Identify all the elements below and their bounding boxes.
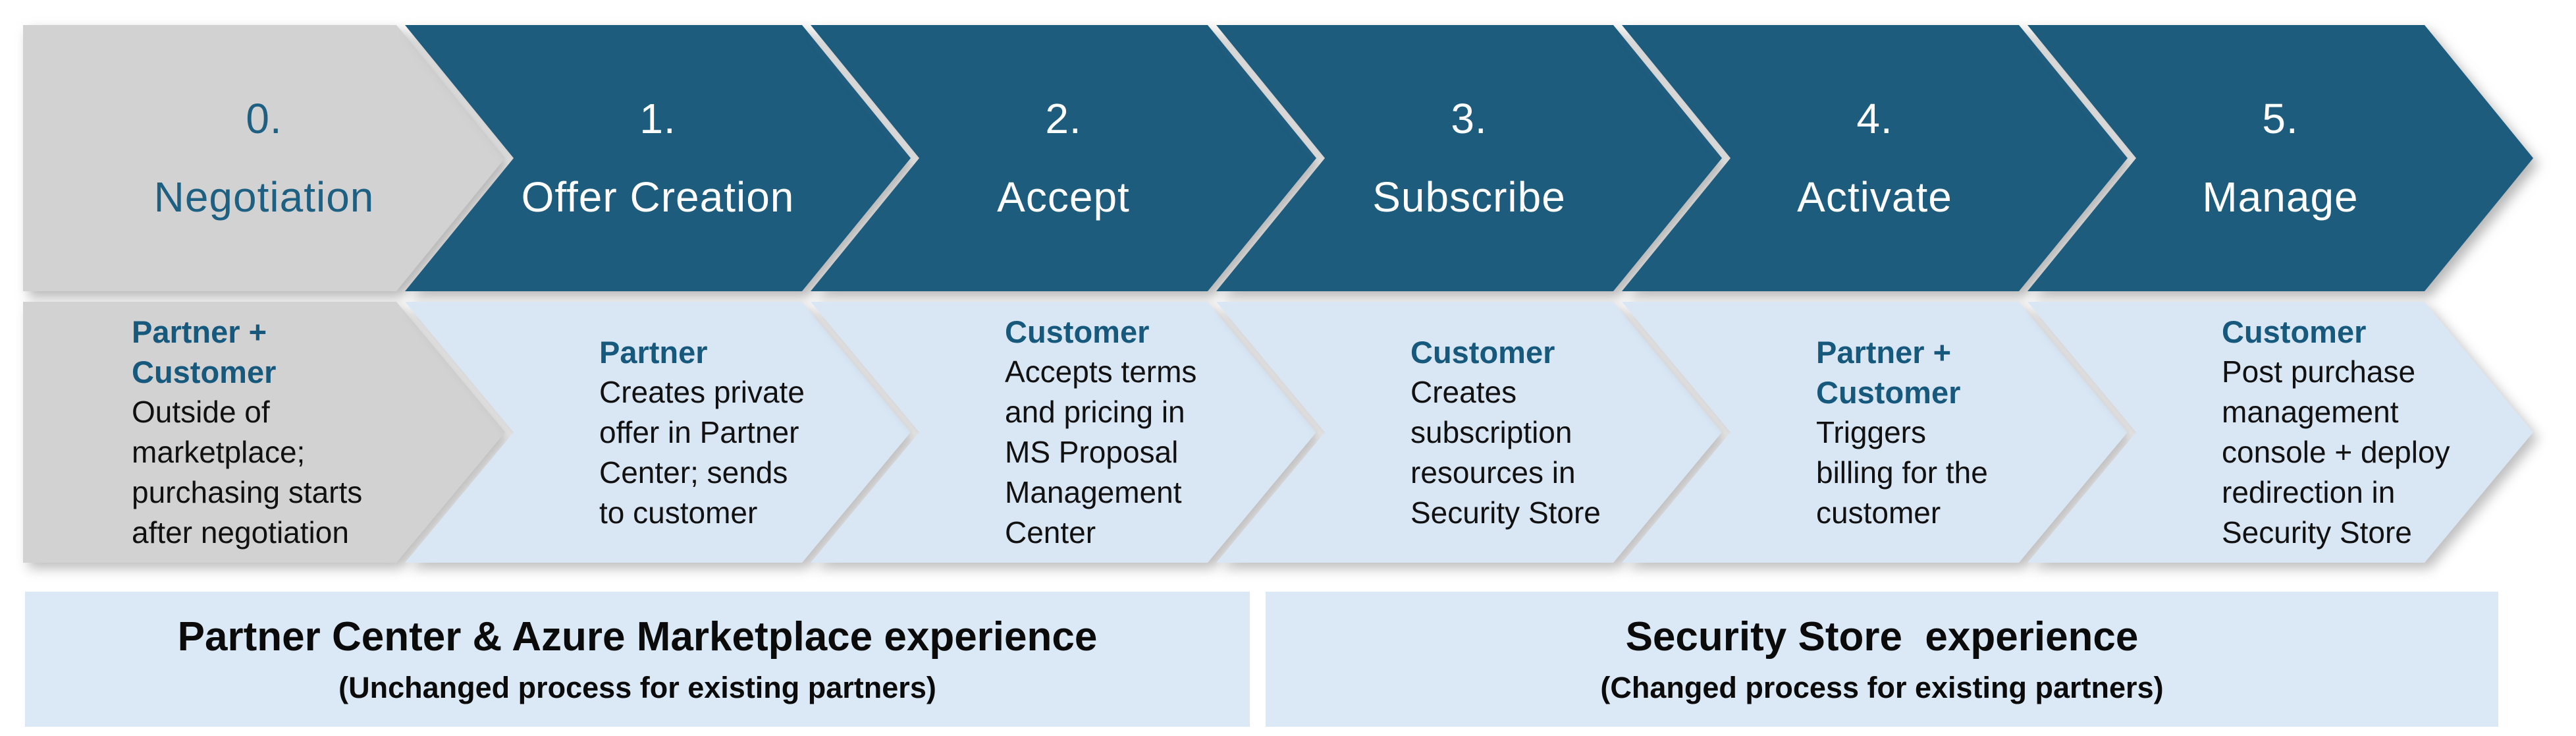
stage-description: Creates private offer in Partner Center;… — [599, 374, 805, 530]
partner-center-experience-band: Partner Center & Azure Marketplace exper… — [25, 592, 1250, 727]
stage-actor: Customer — [2222, 314, 2367, 349]
detail-chevron-subscribe: Customer Creates subscription resources … — [1216, 302, 1722, 563]
detail-chevron-offer-creation: Partner Creates private offer in Partner… — [405, 302, 911, 563]
stage-name: Activate — [1797, 173, 1952, 221]
stage-name: Manage — [2202, 173, 2359, 221]
detail-chevron-negotiation: Partner + Customer Outside of marketplac… — [23, 302, 505, 563]
stage-chevron-accept: 2. Accept — [811, 25, 1316, 291]
stage-description: Triggers billing for the customer — [1816, 414, 1988, 530]
detail-chevron-activate: Partner + Customer Triggers billing for … — [1622, 302, 2128, 563]
stage-name: Offer Creation — [521, 173, 795, 221]
stage-chevron-subscribe: 3. Subscribe — [1216, 25, 1722, 291]
stage-chevron-manage: 5. Manage — [2027, 25, 2533, 291]
stage-actor: Customer — [1410, 334, 1555, 370]
detail-chevron-manage: Customer Post purchase management consol… — [2027, 302, 2533, 563]
stage-detail-text: Partner + Customer Outside of marketplac… — [23, 312, 362, 553]
stage-chevron-activate: 4. Activate — [1622, 25, 2128, 291]
stage-number: 1. — [639, 94, 676, 142]
stage-detail-text: Customer Accepts terms and pricing in MS… — [811, 312, 1196, 553]
stage-detail-text: Customer Post purchase management consol… — [2027, 312, 2450, 553]
stage-description: Accepts terms and pricing in MS Proposal… — [1005, 354, 1197, 550]
stage-name: Accept — [997, 173, 1130, 221]
security-store-experience-band: Security Store experience (Changed proce… — [1266, 592, 2498, 727]
band-subtitle: (Unchanged process for existing partners… — [338, 671, 936, 704]
stage-detail-text: Partner + Customer Triggers billing for … — [1622, 332, 1988, 533]
stage-number: 0. — [246, 94, 282, 142]
stage-chevron-offer-creation: 1. Offer Creation — [405, 25, 911, 291]
stage-chevron-negotiation: 0. Negotiation — [23, 25, 505, 291]
chevron-arrow-shape: Partner + Customer Outside of marketplac… — [23, 302, 505, 563]
stage-number: 2. — [1045, 94, 1082, 142]
stage-detail-text: Customer Creates subscription resources … — [1216, 332, 1601, 533]
stage-number: 5. — [2262, 94, 2299, 142]
stage-description: Creates subscription resources in Securi… — [1410, 374, 1601, 530]
detail-chevron-accept: Customer Accepts terms and pricing in MS… — [811, 302, 1316, 563]
stage-actor: Partner + Customer — [1816, 334, 1961, 410]
stage-number: 4. — [1856, 94, 1893, 142]
stage-name: Subscribe — [1372, 173, 1566, 221]
stage-actor: Partner — [599, 334, 708, 370]
stage-description: Post purchase management console + deplo… — [2222, 354, 2450, 550]
stage-actor: Partner + Customer — [132, 314, 277, 389]
stage-actor: Customer — [1005, 314, 1150, 349]
chevron-arrow-shape: Customer Post purchase management consol… — [2027, 302, 2533, 563]
stage-name: Negotiation — [153, 173, 375, 221]
band-title: Partner Center & Azure Marketplace exper… — [177, 614, 1098, 660]
band-title: Security Store experience — [1625, 614, 2139, 660]
chevron-arrow-shape: 5. Manage — [2027, 25, 2533, 291]
band-subtitle: (Changed process for existing partners) — [1600, 671, 2164, 704]
stage-detail-text: Partner Creates private offer in Partner… — [405, 332, 805, 533]
chevron-arrow-shape: 0. Negotiation — [23, 25, 505, 291]
stage-number: 3. — [1451, 94, 1488, 142]
stage-description: Outside of marketplace; purchasing start… — [132, 395, 363, 550]
